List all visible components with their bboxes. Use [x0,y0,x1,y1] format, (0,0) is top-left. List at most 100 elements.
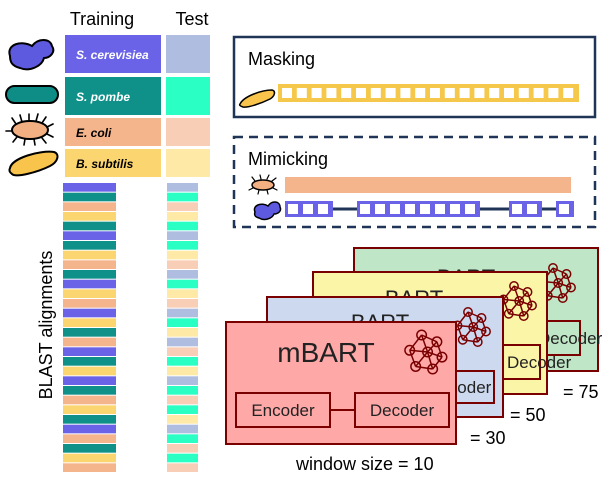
training-header: Training [70,9,134,29]
mimicking-title: Mimicking [248,149,328,169]
mask-token [489,88,500,98]
alignment-training-stripe [63,318,116,327]
alignment-test-stripe [167,376,198,385]
alignment-training-stripe [63,405,116,414]
mask-token [430,88,440,98]
mask-token [459,88,470,98]
mask-token [548,88,559,98]
alignment-test-stripe [167,183,198,192]
alignment-test-stripe [167,366,198,376]
window-size-50-label: = 50 [510,405,546,425]
alignment-test-stripe [167,241,198,250]
window-size-30-label: = 30 [470,428,506,448]
network-icon [498,281,537,321]
masked-sequence-bar [278,84,579,102]
alignment-test-stripe [167,289,198,298]
alignment-test-stripe [167,270,198,279]
alignment-test-stripe [167,250,198,260]
model-box-label: Decoder [507,353,572,372]
alignment-test-stripe [167,347,198,356]
mimicking-panel: Mimicking [232,135,597,229]
training-cell-s-pombe [65,77,161,115]
test-header: Test [175,9,208,29]
alignment-training-stripe [63,279,116,289]
alignment-test-stripe [167,434,198,443]
pombe-icon [5,85,59,104]
alignment-training-stripe [63,453,116,463]
alignment-test-stripe [167,202,198,211]
ecoli-icon [248,174,278,195]
training-cell-b-subtilis [65,149,161,177]
model-card-window-10: mBART Encoder Decoder window size = 10 [225,321,457,474]
decoder-box [354,392,450,428]
alignment-test-stripe [167,444,198,453]
test-cell-s-pombe [166,77,210,115]
mimic-reference-bar [285,177,571,193]
encoder-label: Encoder [251,401,315,420]
mask-token [559,204,569,214]
training-cell-e-coli [65,118,161,146]
mask-token [311,88,322,98]
alignment-training-stripe [63,366,116,376]
alignment-training-stripe [63,241,116,250]
species-rows: S. cerevisiea S. pombe E. coli B. subtil… [65,35,210,177]
alignment-training-stripe [63,434,116,443]
alignment-training-stripe [63,260,116,269]
mask-token [405,204,415,214]
alignment-training-stripe [63,357,116,366]
mask-token [303,204,313,214]
species-label-s-cerevisiea: S. cerevisiea [76,48,149,62]
mask-token [360,204,370,214]
mask-token [420,204,430,214]
alignment-training-stripe [63,463,116,472]
yeast-icon [253,201,282,221]
mask-token [435,204,445,214]
alignment-training-stripe [63,192,116,202]
alignment-test-stripe [167,463,198,472]
alignment-training-stripe [63,415,116,424]
subtilis-icon [238,89,276,108]
mask-token-squares [282,88,574,98]
alignment-test-stripe [167,357,198,366]
alignment-test-stripe [167,318,198,327]
alignment-test-stripe [167,405,198,414]
yeast-icon [8,39,55,71]
ecoli-icon [5,113,54,146]
alignment-training-stripe [63,328,116,337]
alignment-training-stripe [63,231,116,240]
alignment-training-stripe [63,299,116,308]
alignment-training-stripe [63,270,116,279]
alignment-training-stripe [63,183,116,192]
test-cell-b-subtilis [166,149,210,177]
network-icon [452,307,491,347]
mask-token [356,88,366,98]
alignment-training-stripe [63,337,116,347]
alignment-test-stripe [167,212,198,221]
alignment-training-stripe [63,202,116,211]
mask-token [385,88,396,98]
mask-token [400,88,411,98]
mask-token [512,204,522,214]
network-icon [404,329,448,375]
alignment-test-stripe [167,395,198,405]
mask-token [375,204,385,214]
alignment-test-stripe [167,453,198,463]
mask-token [288,204,298,214]
alignment-test-stripe [167,279,198,289]
mask-token [341,88,352,98]
mask-token [326,88,337,98]
mask-token [527,204,537,214]
alignment-training-stripe [63,395,116,405]
mimic-aligned-sequence [285,201,574,217]
mask-token [563,88,574,98]
mask-token [518,88,529,98]
mask-token [444,88,455,98]
mask-token [282,88,292,98]
alignment-training-column [63,183,116,472]
alignment-training-stripe [63,347,116,356]
alignment-test-stripe [167,299,198,308]
alignment-test-stripe [167,415,198,424]
test-cell-s-cerevisiea [166,35,210,73]
mask-token [450,204,460,214]
alignment-training-stripe [63,212,116,221]
